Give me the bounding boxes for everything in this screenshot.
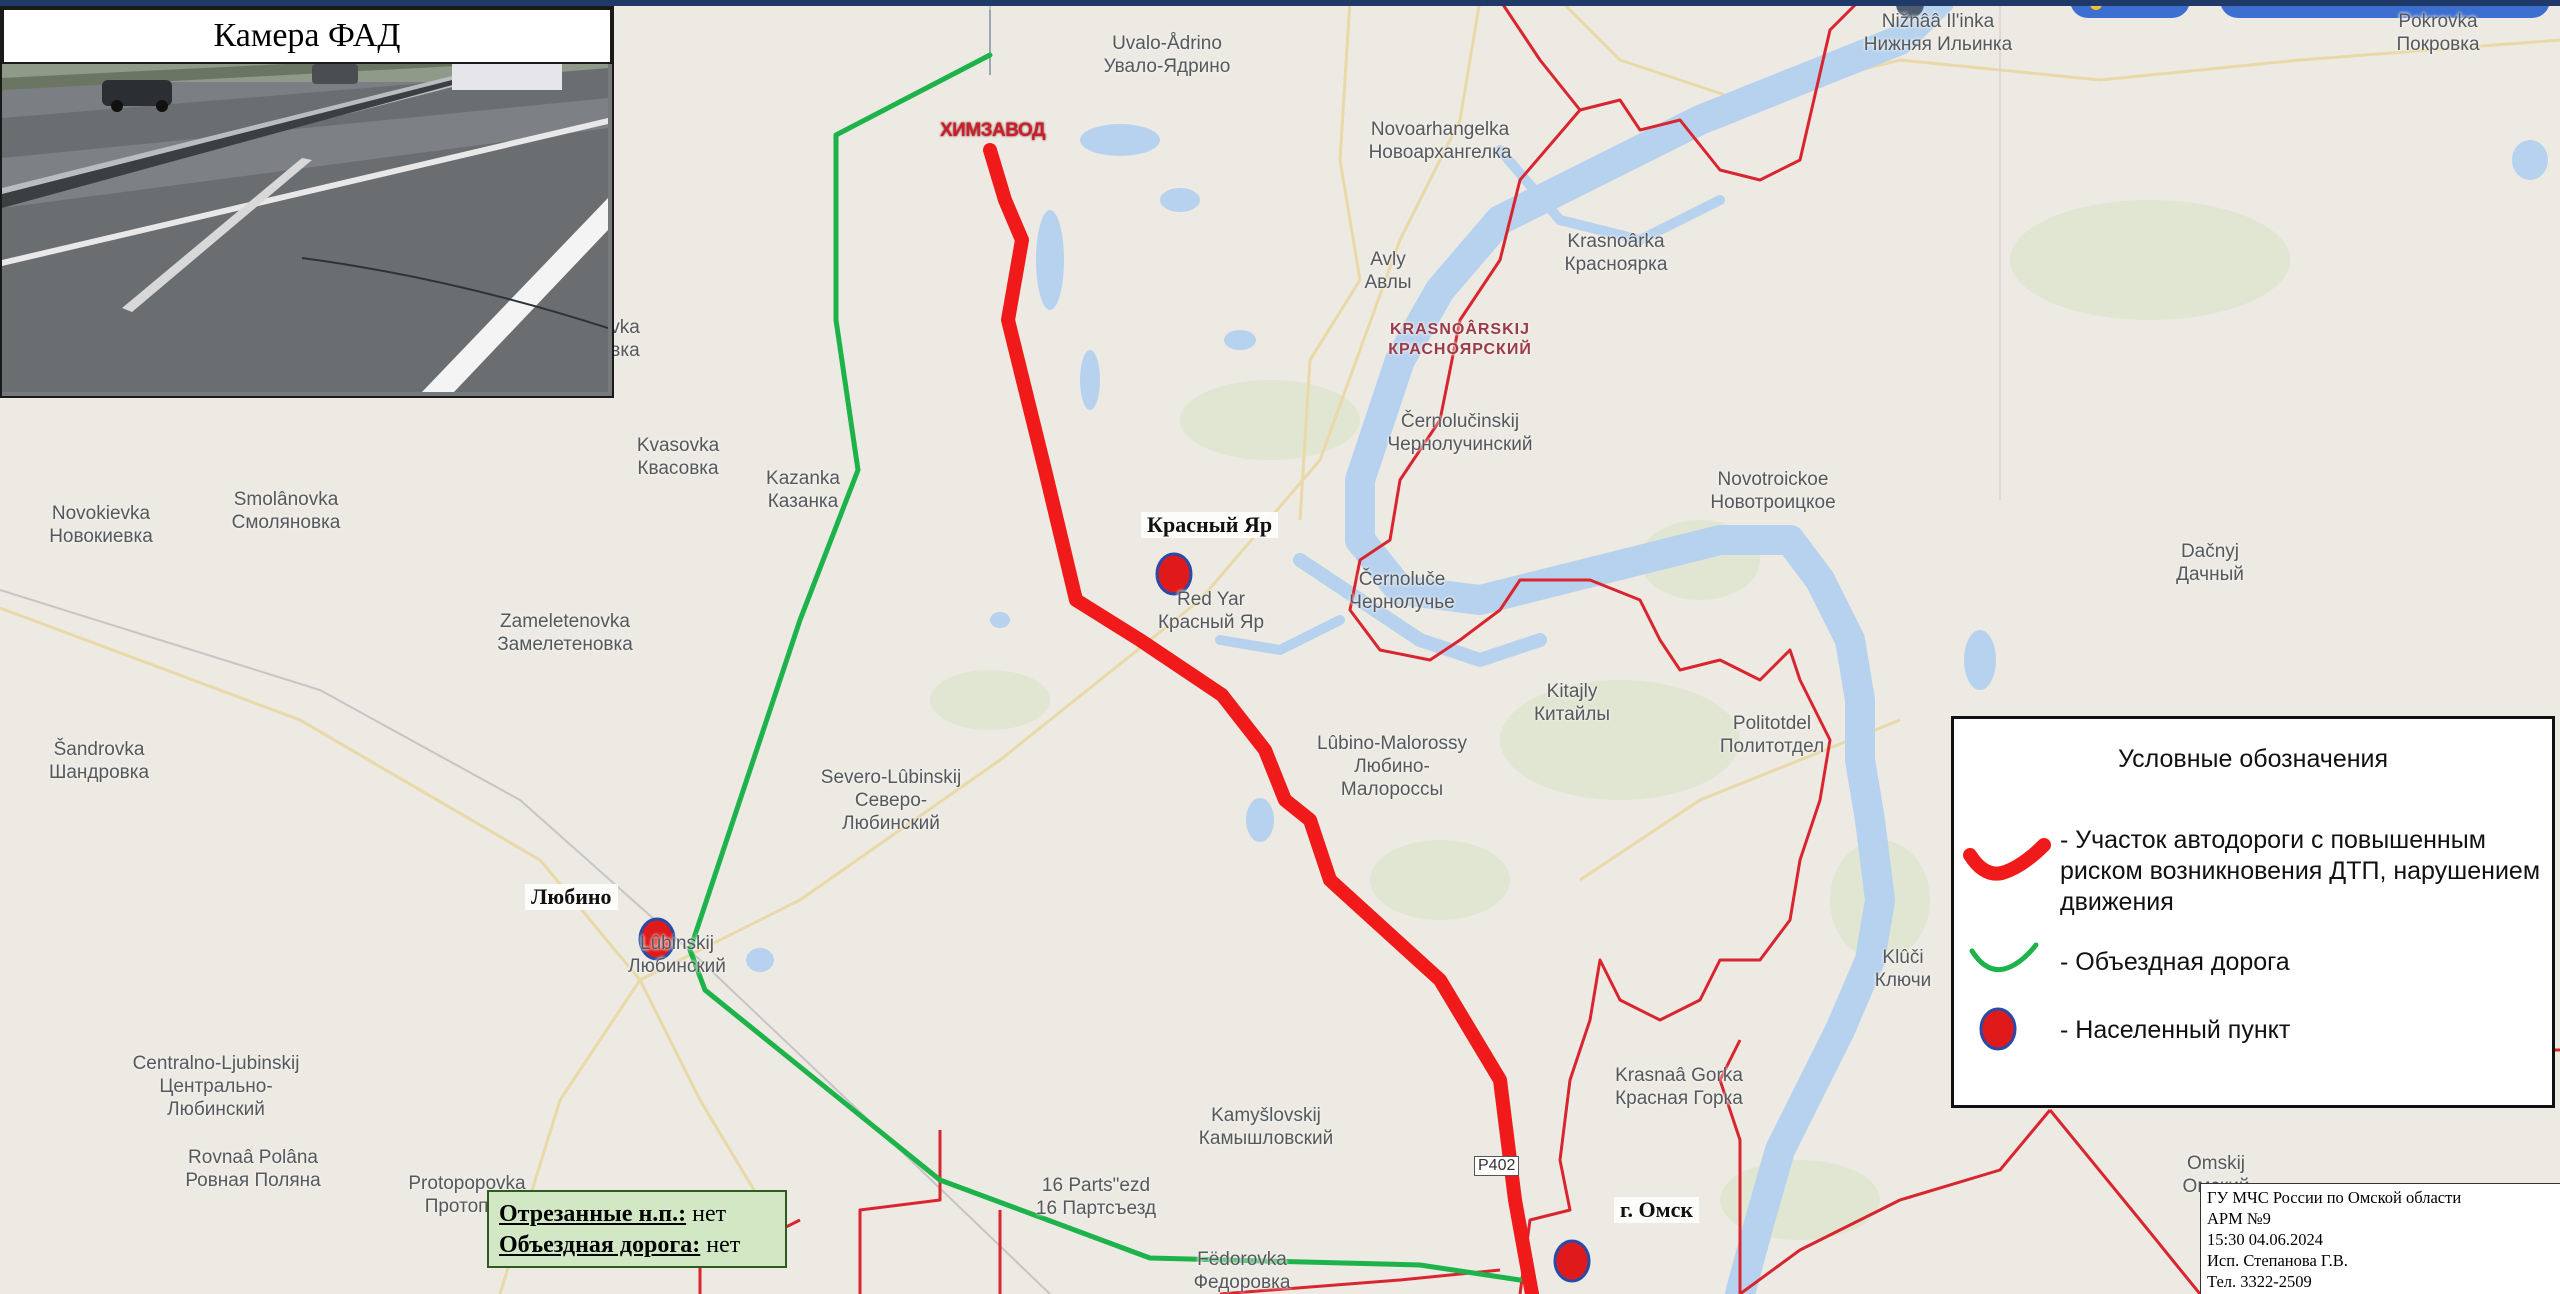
detour-road-label: Объездная дорога:	[499, 1232, 701, 1258]
city-label-krasny-yar: Красный Яр	[1141, 512, 1279, 538]
detour-legend-icon	[1969, 942, 2039, 973]
legend-title: Условные обозначения	[2117, 745, 2389, 773]
cut-settlements-label: Отрезанные н.п.:	[499, 1201, 687, 1227]
camera-image	[2, 8, 608, 392]
khimzavod-label: ХИМЗАВОД	[940, 120, 1046, 141]
camera-title: Камера ФАД	[2, 8, 612, 64]
legend-detour-text: - Объездная дорога	[2060, 948, 2290, 976]
camera-panel[interactable]: Камера ФАД	[0, 6, 614, 398]
top-bar	[0, 0, 2560, 6]
legend: Условные обозначения - Участок автодорог…	[1951, 716, 2555, 1108]
district-boundary	[698, 0, 2560, 1294]
info-org: ГУ МЧС России по Омской области	[2207, 1188, 2462, 1207]
status-box: Отрезанные н.п.: нет Объездная дорога: н…	[487, 1190, 787, 1268]
info-box: ГУ МЧС России по Омской области АРМ №9 1…	[2200, 1183, 2560, 1294]
lakes	[746, 124, 2548, 972]
info-datetime: 15:30 04.06.2024	[2207, 1230, 2323, 1249]
info-arm: АРМ №9	[2207, 1209, 2271, 1228]
city-label-lubino: Любино	[525, 884, 618, 910]
cut-settlements-value: нет	[692, 1201, 727, 1227]
risk-road[interactable]	[983, 143, 1539, 1294]
settlement-legend-icon	[1979, 1007, 2017, 1051]
info-phone: Тел. 3322-2509	[2207, 1272, 2312, 1291]
risk-road-legend-icon	[1963, 838, 2051, 881]
irtysh-river	[1215, 0, 1955, 1294]
marker-omsk[interactable]	[1553, 1239, 1591, 1283]
settlement-markers	[638, 552, 1591, 1283]
info-executor: Исп. Степанова Г.В.	[2207, 1251, 2348, 1270]
marker-krasny-yar[interactable]	[1155, 552, 1193, 596]
road-shield: P402	[1474, 1156, 1520, 1176]
city-label-omsk: г. Омск	[1614, 1197, 1700, 1223]
detour-road[interactable]	[687, 52, 1523, 1283]
legend-settlement-text: - Населенный пункт	[2060, 1016, 2291, 1044]
vegetation	[930, 200, 2290, 1240]
marker-lubino[interactable]	[638, 917, 676, 961]
detour-road-value: нет	[706, 1232, 741, 1258]
legend-risk-road-text: - Участок автодороги с повышенным риском…	[2060, 826, 2541, 916]
